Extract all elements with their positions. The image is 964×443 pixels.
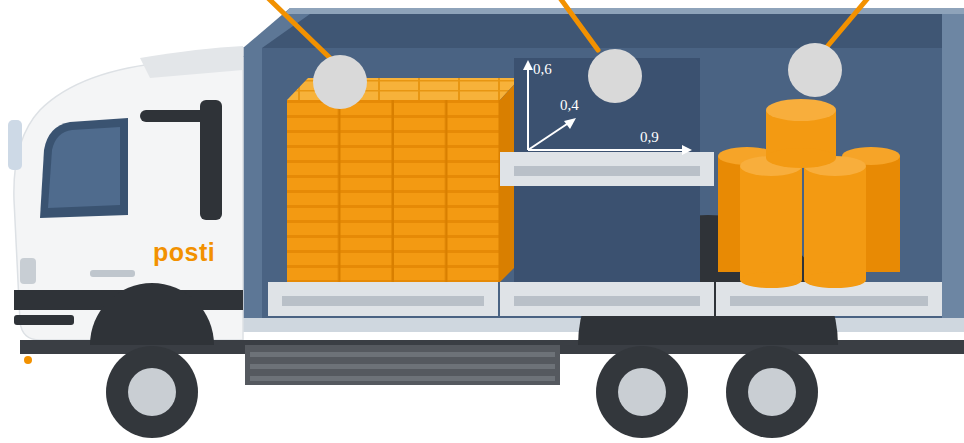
cylinder-base bbox=[740, 272, 802, 288]
cab-roof bbox=[140, 46, 243, 78]
brand-logo: posti bbox=[153, 240, 215, 265]
callout-circle bbox=[788, 43, 842, 97]
rear-door-frame bbox=[942, 14, 964, 330]
hub bbox=[748, 368, 796, 416]
arrowhead bbox=[523, 60, 533, 70]
cylinder-top bbox=[766, 99, 836, 121]
cargo-interior bbox=[262, 48, 942, 324]
headlight bbox=[20, 258, 36, 284]
cargo-box bbox=[243, 8, 964, 330]
pallet-slot bbox=[282, 296, 484, 306]
cylinders bbox=[718, 99, 900, 288]
hub bbox=[128, 368, 176, 416]
wheel bbox=[596, 346, 688, 438]
hub bbox=[618, 368, 666, 416]
callout-circle bbox=[588, 49, 642, 103]
tank-rib bbox=[250, 364, 555, 369]
cylinder bbox=[804, 166, 866, 280]
door-handle bbox=[90, 270, 135, 277]
pallet bbox=[268, 282, 498, 316]
window-glass bbox=[48, 127, 120, 208]
box-stack bbox=[287, 100, 500, 282]
cylinder bbox=[740, 166, 802, 280]
tank-rib bbox=[250, 352, 555, 357]
leader-line bbox=[268, 0, 330, 58]
pallet-slot bbox=[730, 296, 928, 306]
wheel-arch bbox=[90, 283, 214, 345]
cab-window bbox=[40, 118, 128, 218]
dimension-label: 0,9 bbox=[640, 130, 659, 145]
leader-line bbox=[826, 0, 868, 48]
raised-pallet bbox=[500, 152, 714, 186]
side-light bbox=[24, 356, 32, 364]
arrowhead bbox=[564, 118, 576, 129]
pallet-slot bbox=[514, 166, 700, 176]
dimension-label: 0,4 bbox=[560, 98, 579, 113]
pallet-slot bbox=[514, 296, 700, 306]
leader-lines bbox=[268, 0, 868, 58]
cab-trim bbox=[200, 100, 222, 220]
callout-circle bbox=[313, 55, 367, 109]
cylinder-base bbox=[804, 272, 866, 288]
cylinder-base bbox=[766, 148, 836, 168]
side-mirror bbox=[8, 120, 22, 170]
wheel bbox=[106, 346, 198, 438]
width-axis bbox=[528, 149, 684, 151]
depth-axis bbox=[528, 122, 570, 150]
dimension-label: 0,6 bbox=[533, 62, 552, 77]
tank-rib bbox=[250, 376, 555, 381]
pallet bbox=[500, 282, 714, 316]
arrowhead bbox=[682, 145, 692, 155]
bumper bbox=[14, 315, 74, 325]
leader-line bbox=[560, 0, 598, 50]
height-axis bbox=[527, 68, 529, 150]
wheel bbox=[726, 346, 818, 438]
side-tank bbox=[245, 345, 560, 385]
